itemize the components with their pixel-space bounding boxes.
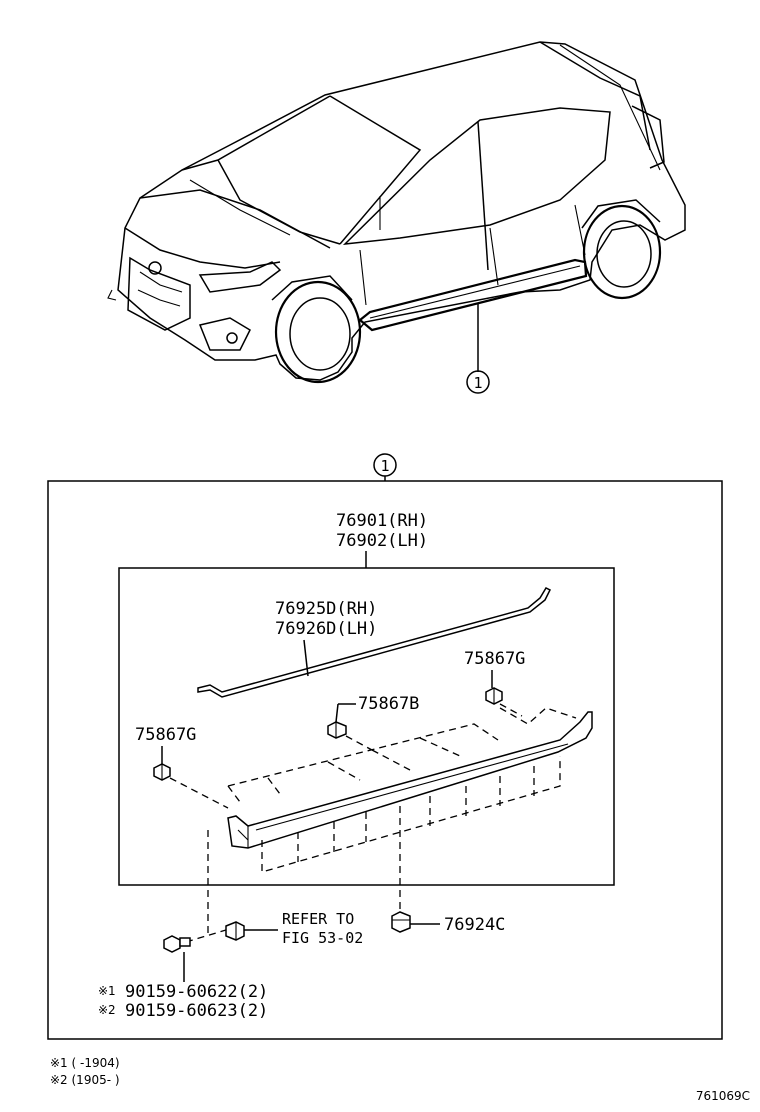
label-screw2: 90159-60623(2) — [125, 1001, 268, 1021]
label-refer-line1: REFER TO — [282, 910, 354, 928]
detail-section: 1 76901(RH) 76902(LH) 76925D(RH) 76926D(… — [47, 453, 723, 1040]
screw2-mark: ※2 — [98, 1003, 116, 1017]
detail-callout-number: 1 — [380, 457, 389, 475]
car-illustration: 1 — [107, 41, 686, 394]
label-refer-line2: FIG 53-02 — [282, 929, 363, 947]
clip-hidden-lines — [227, 707, 577, 873]
moulding-strip — [197, 587, 552, 698]
clip-75867g-right — [485, 687, 523, 717]
label-76926d: 76926D(LH) — [275, 619, 377, 639]
figure-code: 761069C — [696, 1089, 750, 1103]
label-76925d: 76925D(RH) — [275, 599, 377, 619]
label-screw1: 90159-60622(2) — [125, 982, 268, 1002]
outer-frame — [47, 480, 723, 1040]
clip-75867g-left — [153, 763, 229, 809]
screw — [163, 935, 191, 953]
rocker-panel — [227, 711, 593, 849]
car-callout-number: 1 — [473, 374, 482, 392]
footnote-1: ※1 ( -1904) — [50, 1056, 120, 1070]
grommet-clip — [225, 921, 245, 941]
label-76902: 76902(LH) — [336, 531, 428, 551]
label-76901: 76901(RH) — [336, 511, 428, 531]
nut-76924c — [391, 911, 411, 933]
label-75867g-right: 75867G — [464, 649, 525, 669]
label-75867b: 75867B — [358, 694, 419, 714]
inner-frame — [118, 567, 615, 886]
label-76924c: 76924C — [444, 915, 505, 935]
label-75867g-left: 75867G — [135, 725, 196, 745]
clip-75867b — [327, 721, 373, 751]
footnote-2: ※2 (1905- ) — [50, 1073, 120, 1087]
screw1-mark: ※1 — [98, 984, 116, 998]
